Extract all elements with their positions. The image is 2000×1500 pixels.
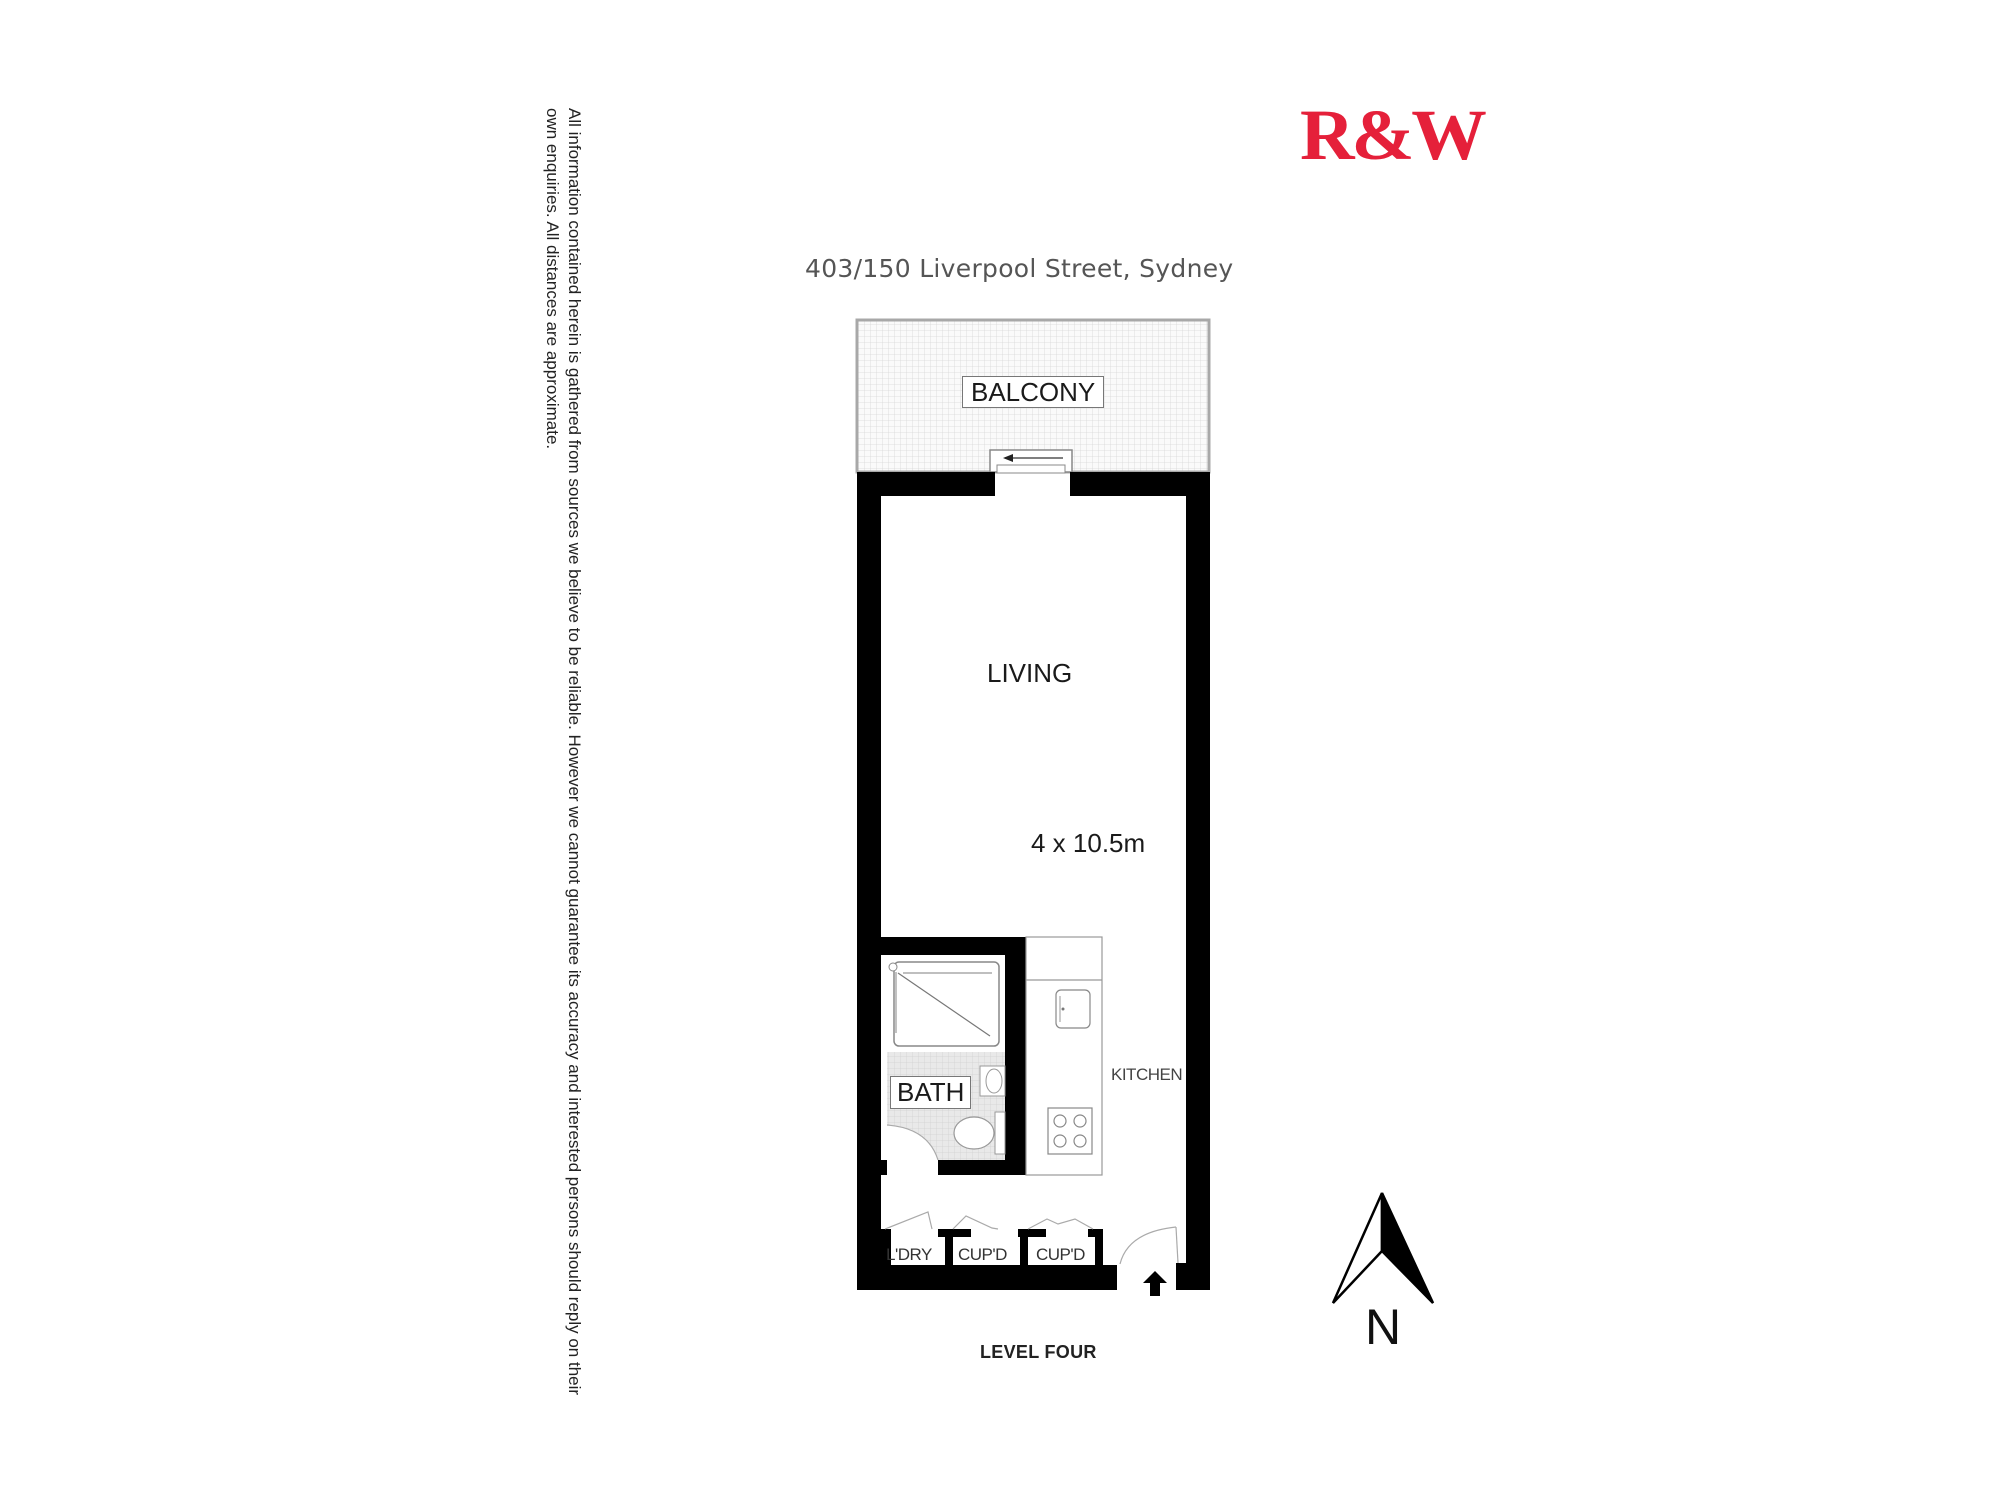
bathroom (886, 955, 1006, 1161)
north-arrow-icon (1331, 1192, 1435, 1304)
room-label-kitchen: KITCHEN (1111, 1065, 1183, 1084)
room-label-bath: BATH (890, 1076, 972, 1109)
walls (857, 472, 1210, 1290)
entry-arrow-icon (1143, 1271, 1167, 1296)
room-label-laundry: L'DRY (886, 1245, 932, 1264)
living-dimensions: 4 x 10.5m (1031, 828, 1146, 858)
kitchen (1025, 936, 1103, 1176)
room-label-cupboard-1: CUP'D (958, 1245, 1007, 1264)
property-address: 403/150 Liverpool Street, Sydney (805, 254, 1234, 283)
level-label: LEVEL FOUR (980, 1342, 1097, 1362)
compass-north-label: N (1365, 1299, 1402, 1355)
cupboard-doors (884, 1211, 1094, 1230)
room-label-balcony: BALCONY (962, 376, 1105, 408)
entry-door (1119, 1226, 1179, 1265)
room-label-cupboard-2: CUP'D (1036, 1245, 1085, 1264)
room-label-living: LIVING (987, 658, 1073, 688)
balcony-area (855, 318, 1211, 474)
brand-logo: R&W (1300, 95, 1487, 175)
